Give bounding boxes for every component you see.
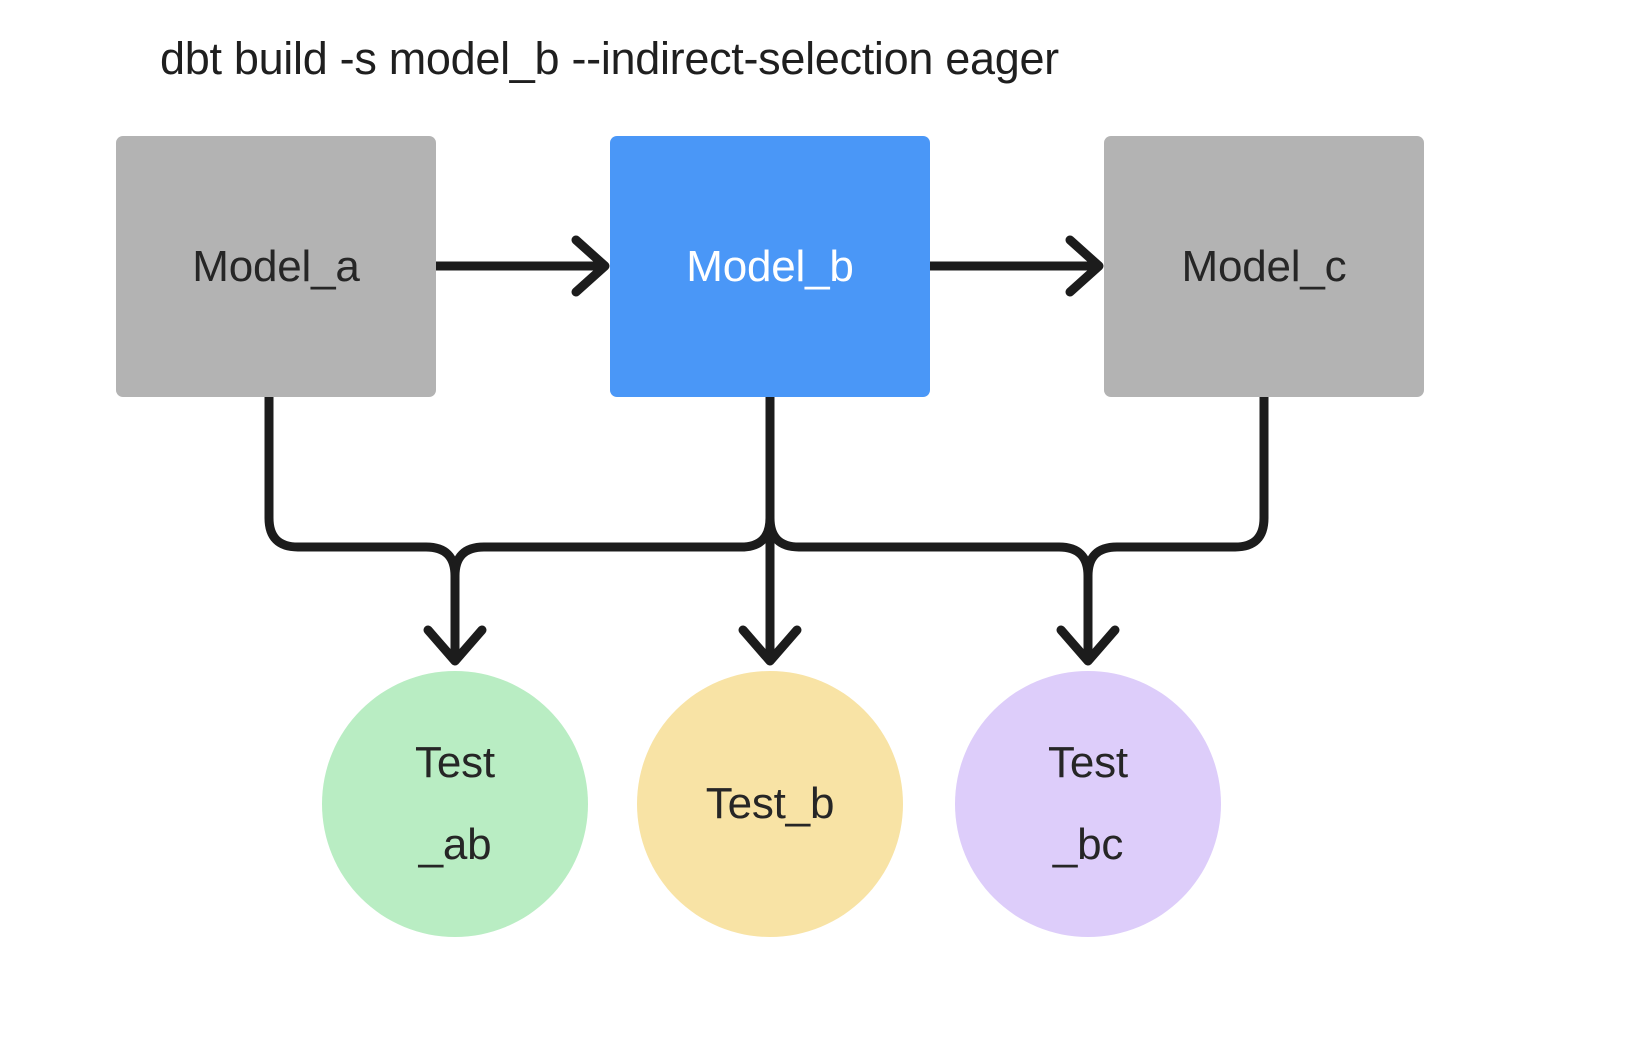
node-model-c[interactable]: Model_c	[1104, 136, 1424, 397]
node-test-bc-label-line-2: _bc	[1052, 820, 1124, 869]
node-test-ab-label-line-1: Test	[415, 738, 495, 787]
node-test-bc[interactable]: Test _bc	[955, 671, 1221, 937]
node-model-b-label: Model_b	[686, 241, 854, 291]
node-model-c-label: Model_c	[1181, 241, 1347, 291]
diagram-title: dbt build -s model_b --indirect-selectio…	[160, 33, 1059, 84]
node-test-ab[interactable]: Test _ab	[322, 671, 588, 937]
node-model-b[interactable]: Model_b	[610, 136, 930, 397]
edge-model-b-to-model-c	[925, 235, 1104, 297]
edge-model-a-to-model-b	[431, 235, 610, 297]
edge-model-a-to-test-ab	[264, 392, 487, 666]
node-test-ab-label-line-2: _ab	[418, 820, 492, 869]
node-test-bc-label-line-1: Test	[1048, 738, 1128, 787]
node-test-b[interactable]: Test_b	[637, 671, 903, 937]
edge-model-c-to-test-bc	[1083, 392, 1269, 581]
node-model-a[interactable]: Model_a	[116, 136, 436, 397]
edge-model-b-to-test-ab	[450, 392, 775, 581]
node-test-b-label-line-1: Test_b	[705, 779, 835, 828]
edge-model-b-to-test-bc	[765, 513, 1120, 666]
node-model-a-label: Model_a	[192, 241, 360, 291]
